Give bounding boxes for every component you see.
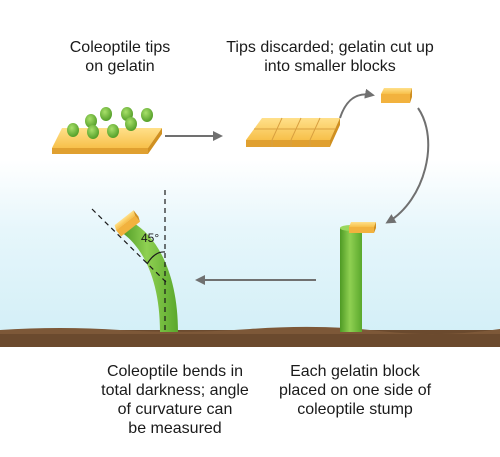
coleoptile-tip (87, 125, 99, 139)
coleoptile-stump (340, 222, 376, 332)
step2-label: Tips discarded; gelatin cut up into smal… (226, 39, 434, 75)
cut-lines (254, 117, 335, 147)
gelatin-block-on-bent-tip (114, 210, 140, 237)
coleoptile-tips (67, 107, 153, 139)
coleoptile-tip (67, 123, 79, 137)
angle-label: 45° (141, 231, 160, 245)
gelatin-grid-blocks (246, 117, 340, 147)
coleoptile-tip (141, 108, 153, 122)
coleoptile-tip (100, 107, 112, 121)
gelatin-top-face (52, 128, 162, 148)
curved-arrow-down-icon (385, 107, 430, 224)
coleoptile-tip (107, 124, 119, 138)
gelatin-side-face (148, 128, 162, 154)
step4-label: Coleoptile bends in total darkness; angl… (101, 363, 249, 437)
step1-label: Coleoptile tips on gelatin (69, 39, 171, 75)
coleoptile-tip (85, 114, 97, 128)
gelatin-side-face (330, 118, 340, 147)
step3-label: Each gelatin block placed on one side of… (278, 363, 432, 418)
gelatin-slab-with-tips (52, 107, 162, 154)
coleoptile-tip (125, 117, 137, 131)
curved-arrow-icon (339, 88, 375, 119)
angle-arc (146, 251, 166, 265)
small-gelatin-block (381, 88, 412, 103)
gelatin-block-on-stump (349, 222, 376, 233)
gelatin-front-face (246, 140, 330, 147)
soil-ground (0, 326, 500, 347)
bent-coleoptile (91, 190, 178, 332)
gelatin-front-face (52, 148, 148, 154)
